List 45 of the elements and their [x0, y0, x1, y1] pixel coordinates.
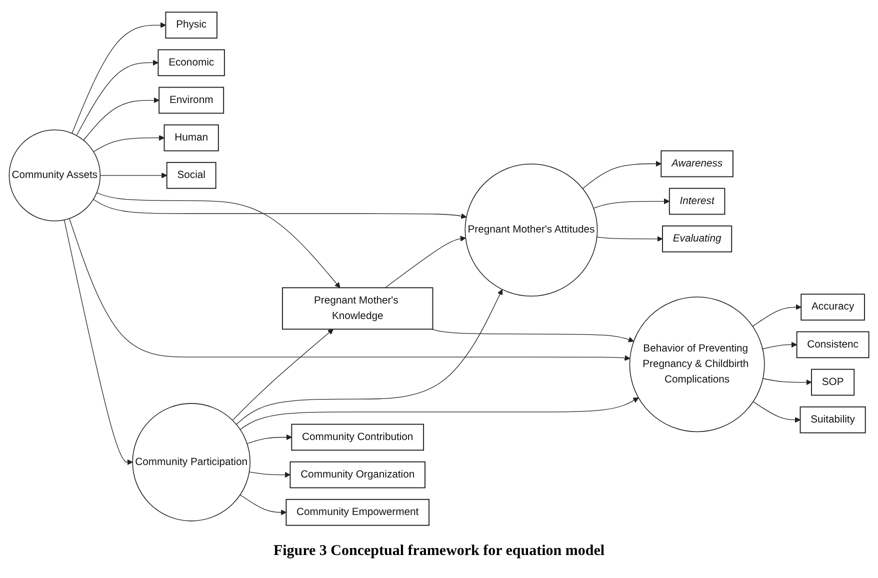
arrow	[248, 472, 290, 478]
node-box: Evaluating	[662, 226, 732, 253]
node-circle: Community Assets	[8, 130, 101, 222]
arrow	[240, 398, 639, 430]
node-box: Awareness	[660, 150, 734, 178]
arrow	[762, 342, 798, 350]
node-box: Community Contribution	[291, 424, 424, 451]
node-box: Social	[166, 162, 216, 190]
node-circle: Community Participation	[132, 403, 250, 522]
arrow	[236, 289, 503, 425]
arrow	[596, 236, 663, 242]
node-box: Accuracy	[800, 294, 865, 321]
arrow	[762, 378, 812, 386]
node-box: Community Organization	[290, 462, 426, 488]
node-box: Pregnant Mother's Knowledge	[282, 287, 434, 330]
node-circle: Behavior of Preventing Pregnancy & Childbirth Complications	[629, 296, 765, 432]
arrow	[64, 220, 133, 466]
arrow	[83, 98, 160, 141]
arrow	[93, 135, 165, 152]
node-box: Environm	[158, 87, 224, 114]
node-box: Human	[164, 124, 219, 152]
node-box: Interest	[668, 188, 726, 215]
arrow	[100, 172, 168, 178]
arrow	[93, 199, 467, 220]
node-box: Physic	[165, 12, 218, 39]
node-box: Economic	[158, 50, 225, 76]
node-circle: Pregnant Mother's Attitudes	[464, 164, 598, 297]
node-box: Suitability	[800, 406, 866, 434]
arrow	[431, 329, 634, 343]
node-box: Consistenc	[796, 332, 870, 358]
arrow	[96, 192, 340, 288]
arrow	[752, 402, 801, 423]
arrow	[752, 304, 802, 327]
figure-caption: Figure 3 Conceptual framework for equation model	[273, 543, 605, 559]
arrow	[593, 198, 670, 209]
arrow	[69, 218, 630, 362]
arrow	[246, 434, 292, 444]
node-box: Community Empowerment	[286, 499, 430, 526]
arrow	[72, 22, 166, 134]
arrow	[76, 60, 158, 136]
arrow	[582, 161, 662, 190]
arrow	[384, 236, 466, 288]
arrow	[240, 494, 286, 516]
node-box: SOP	[811, 369, 855, 396]
arrow	[232, 329, 334, 421]
